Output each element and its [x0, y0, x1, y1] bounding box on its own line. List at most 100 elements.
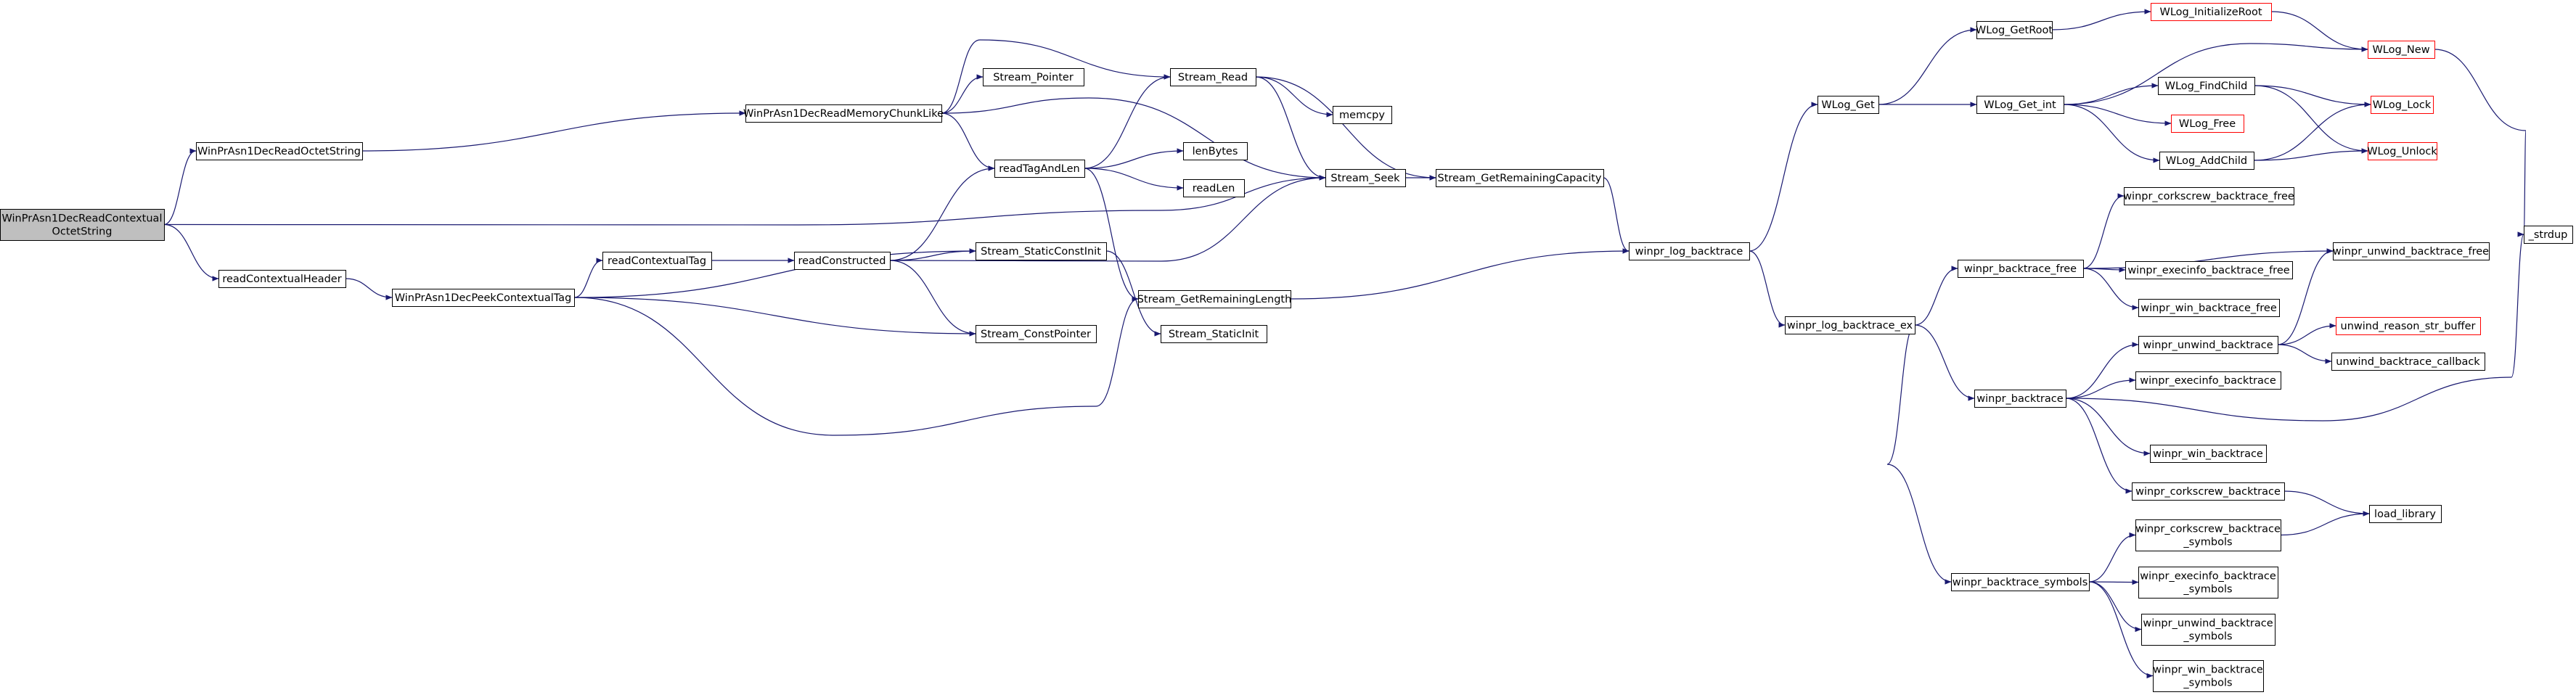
node-label: _symbols	[2183, 537, 2232, 548]
edge-wlogGetInt-to-wlogFindChild	[2063, 83, 2159, 105]
node-loadLibrary[interactable]: load_library	[2369, 505, 2442, 523]
node-readLen[interactable]: readLen	[1183, 179, 1245, 197]
node-wlogInitializeRoot[interactable]: WLog_InitializeRoot	[2151, 3, 2272, 21]
node-wlogNew[interactable]: WLog_New	[2368, 41, 2435, 59]
node-wlogGet[interactable]: WLog_Get	[1817, 96, 1879, 114]
node-streamPointer[interactable]: Stream_Pointer	[983, 68, 1084, 86]
node-streamGetRemainingLength[interactable]: Stream_GetRemainingLength	[1137, 290, 1292, 308]
edge-winprBacktraceSymbols-to-winBacktraceSymbols	[2088, 581, 2154, 679]
node-label: _symbols	[2183, 678, 2232, 689]
node-wlogGetInt[interactable]: WLog_Get_int	[1976, 96, 2064, 114]
node-winprLogBacktraceEx[interactable]: winpr_log_backtrace_ex	[1785, 316, 1915, 334]
edge-wlogFindChild-to-wlogUnlock	[2254, 85, 2368, 154]
node-readConstructed[interactable]: readConstructed	[794, 252, 891, 270]
edge-wlogGet-to-wlogGetRoot	[1878, 27, 1977, 105]
node-unwindBacktraceCallback[interactable]: unwind_backtrace_callback	[2331, 353, 2485, 371]
node-streamRead[interactable]: Stream_Read	[1170, 68, 1256, 86]
node-winBacktraceFree[interactable]: winpr_win_backtrace_free	[2138, 299, 2280, 317]
node-box	[2368, 142, 2437, 160]
node-corkscrewBacktraceSymbols[interactable]: winpr_corkscrew_backtrace_symbols	[2135, 519, 2281, 551]
edge-winprBacktraceFree-to-winBacktraceFree	[2082, 268, 2139, 311]
node-box	[2336, 317, 2481, 335]
node-unwindBacktraceFree[interactable]: winpr_unwind_backtrace_free	[2333, 242, 2490, 260]
node-label: winpr_win_backtrace	[2153, 448, 2263, 460]
node-label: winpr_backtrace_symbols	[1953, 577, 2088, 588]
node-readMemoryChunkLike[interactable]: WinPrAsn1DecReadMemoryChunkLike	[743, 104, 944, 123]
node-box	[976, 325, 1097, 343]
node-streamStaticConstInit[interactable]: Stream_StaticConstInit	[976, 242, 1107, 260]
node-readOctetString[interactable]: WinPrAsn1DecReadOctetString	[196, 142, 363, 160]
node-execinfoBacktraceSymbols[interactable]: winpr_execinfo_backtrace_symbols	[2138, 567, 2278, 599]
edge-readMemoryChunkLike-to-streamSeek	[941, 97, 1326, 181]
edge-readConstructed-to-streamStaticConstInit	[889, 248, 976, 261]
edge-peekContextualTag-to-streamStaticConstInit	[573, 248, 976, 298]
node-label: Stream_Pointer	[993, 72, 1074, 83]
node-label: winpr_win_backtrace_free	[2140, 303, 2277, 314]
node-unwindBacktrace[interactable]: winpr_unwind_backtrace	[2138, 336, 2278, 354]
node-box	[1958, 260, 2084, 278]
edge-streamRead-to-streamGetRemainingCapacity	[1255, 76, 1436, 181]
node-readContextualHeader[interactable]: readContextualHeader	[218, 270, 346, 288]
edge-readTagAndLen-to-lenBytes	[1084, 148, 1184, 169]
node-wlogFree[interactable]: WLog_Free	[2171, 115, 2244, 133]
node-strdup[interactable]: _strdup	[2524, 226, 2573, 244]
edge-readConstructed-to-streamSeek	[889, 175, 1326, 262]
node-peekContextualTag[interactable]: WinPrAsn1DecPeekContextualTag	[392, 289, 575, 307]
edge-wlogAddChild-to-wlogLock	[2253, 102, 2371, 161]
node-box	[1629, 242, 1750, 260]
edge-peekContextualTag-to-readContextualTag	[573, 258, 603, 298]
edge-root-to-streamSeek	[163, 175, 1326, 226]
node-label: WinPrAsn1DecReadOctetString	[197, 146, 361, 157]
node-unwindBacktraceSymbols[interactable]: winpr_unwind_backtrace_symbols	[2141, 614, 2276, 646]
node-label: WLog_GetRoot	[1976, 25, 2053, 36]
node-wlogAddChild[interactable]: WLog_AddChild	[2159, 152, 2254, 170]
node-readContextualTag[interactable]: readContextualTag	[602, 252, 712, 270]
node-readTagAndLen[interactable]: readTagAndLen	[994, 160, 1085, 178]
node-winBacktrace[interactable]: winpr_win_backtrace	[2150, 445, 2267, 463]
node-winprBacktrace[interactable]: winpr_backtrace	[1974, 390, 2066, 408]
node-label: WLog_AddChild	[2166, 155, 2247, 167]
node-streamConstPointer[interactable]: Stream_ConstPointer	[976, 325, 1097, 343]
node-memcpy[interactable]: memcpy	[1333, 106, 1392, 124]
node-box	[2138, 299, 2280, 317]
node-lenBytes[interactable]: lenBytes	[1183, 142, 1248, 160]
node-box	[1138, 290, 1291, 308]
node-box	[794, 252, 891, 270]
node-execinfoBacktrace[interactable]: winpr_execinfo_backtrace	[2135, 371, 2281, 390]
node-corkscrewBacktraceFree[interactable]: winpr_corkscrew_backtrace_free	[2123, 187, 2294, 205]
edge-readOctetString-to-readMemoryChunkLike	[361, 110, 746, 152]
node-corkscrewBacktrace[interactable]: winpr_corkscrew_backtrace	[2132, 482, 2285, 501]
node-label: WLog_FindChild	[2165, 81, 2248, 92]
edge-readConstructed-to-streamConstPointer	[889, 260, 976, 337]
node-execinfoBacktraceFree[interactable]: winpr_execinfo_backtrace_free	[2125, 261, 2293, 279]
node-winBacktraceSymbols[interactable]: winpr_win_backtrace_symbols	[2153, 660, 2264, 692]
edge-wlogGetRoot-to-wlogInitializeRoot	[2051, 9, 2151, 30]
node-label: winpr_backtrace	[1976, 393, 2063, 405]
node-winprBacktraceSymbols[interactable]: winpr_backtrace_symbols	[1951, 573, 2090, 591]
edge-winprLogBacktrace-to-winprLogBacktraceEx	[1749, 250, 1786, 328]
edge-readContextualHeader-to-peekContextualTag	[345, 278, 393, 300]
node-label: memcpy	[1339, 110, 1385, 121]
node-label: WinPrAsn1DecReadContextual	[2, 213, 163, 225]
node-winprLogBacktrace[interactable]: winpr_log_backtrace	[1629, 242, 1750, 260]
node-box	[196, 142, 363, 160]
node-box	[2159, 152, 2254, 170]
node-label: unwind_backtrace_callback	[2336, 356, 2480, 368]
node-label: winpr_unwind_backtrace_free	[2333, 246, 2489, 258]
node-unwindReasonStrBuffer[interactable]: unwind_reason_str_buffer	[2336, 317, 2481, 335]
node-wlogGetRoot[interactable]: WLog_GetRoot	[1976, 21, 2053, 39]
edge-winprBacktrace-to-corkscrewBacktrace	[2065, 398, 2133, 494]
node-wlogLock[interactable]: WLog_Lock	[2371, 96, 2434, 114]
edge-corkscrewBacktrace-to-loadLibrary	[2283, 490, 2370, 517]
edge-peekContextualTag-to-streamGetRemainingLength	[573, 296, 1139, 436]
node-wlogUnlock[interactable]: WLog_Unlock	[2367, 142, 2437, 160]
node-label: unwind_reason_str_buffer	[2341, 321, 2476, 332]
node-streamSeek[interactable]: Stream_Seek	[1325, 169, 1406, 187]
node-box	[983, 68, 1084, 86]
node-streamStaticInit[interactable]: Stream_StaticInit	[1161, 325, 1267, 343]
edge-readTagAndLen-to-readLen	[1084, 168, 1184, 191]
node-streamGetRemainingCapacity[interactable]: Stream_GetRemainingCapacity	[1436, 169, 1604, 187]
node-winprBacktraceFree[interactable]: winpr_backtrace_free	[1958, 260, 2084, 278]
node-wlogFindChild[interactable]: WLog_FindChild	[2158, 77, 2255, 95]
